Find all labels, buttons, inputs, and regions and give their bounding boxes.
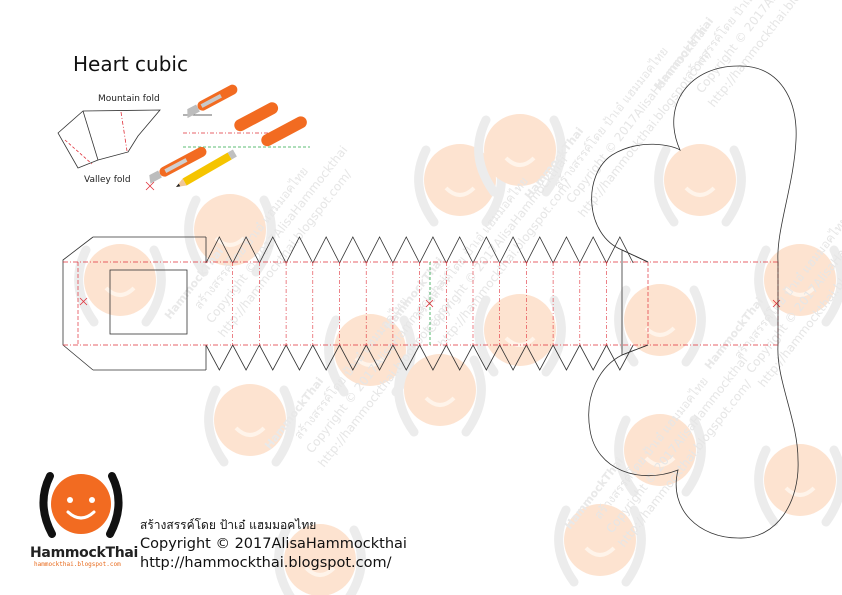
template-strip bbox=[62, 236, 781, 371]
valley-fold-label: Valley fold bbox=[84, 175, 131, 185]
brand-name: HammockThai bbox=[30, 545, 139, 561]
credit-thai-line: สร้างสรรค์โดย ป้าเอ๋ แฮมมอคไทย bbox=[140, 518, 317, 532]
logo-face-icon bbox=[39, 472, 123, 538]
page-title: Heart cubic bbox=[73, 52, 188, 76]
mountain-fold-label: Mountain fold bbox=[98, 94, 160, 104]
credit-url[interactable]: http://hammockthai.blogspot.com/ bbox=[140, 555, 392, 571]
cutter-knife-icon bbox=[187, 84, 238, 119]
cutter-knife-icon bbox=[149, 146, 207, 184]
fold-diagram bbox=[57, 109, 161, 169]
credits-block: สร้างสรรค์โดย ป้าเอ๋ แฮมมอคไทย Copyright… bbox=[140, 516, 407, 573]
fold-lines bbox=[232, 262, 607, 345]
glue-marks bbox=[79, 297, 781, 308]
top-teeth bbox=[205, 236, 634, 264]
cutter-knife-icon bbox=[261, 116, 307, 147]
bottom-teeth bbox=[205, 344, 634, 371]
heart-shape-outline bbox=[588, 65, 799, 539]
tools-illustration bbox=[145, 84, 310, 191]
credit-copyright: Copyright © 2017AlisaHammockthai bbox=[140, 536, 407, 552]
cutter-knife-icon bbox=[234, 102, 279, 132]
glue-tab bbox=[62, 236, 94, 371]
window-cutout bbox=[109, 269, 188, 335]
pencil-icon bbox=[176, 149, 237, 187]
brand-url: hammockthai.blogspot.com bbox=[34, 561, 121, 568]
